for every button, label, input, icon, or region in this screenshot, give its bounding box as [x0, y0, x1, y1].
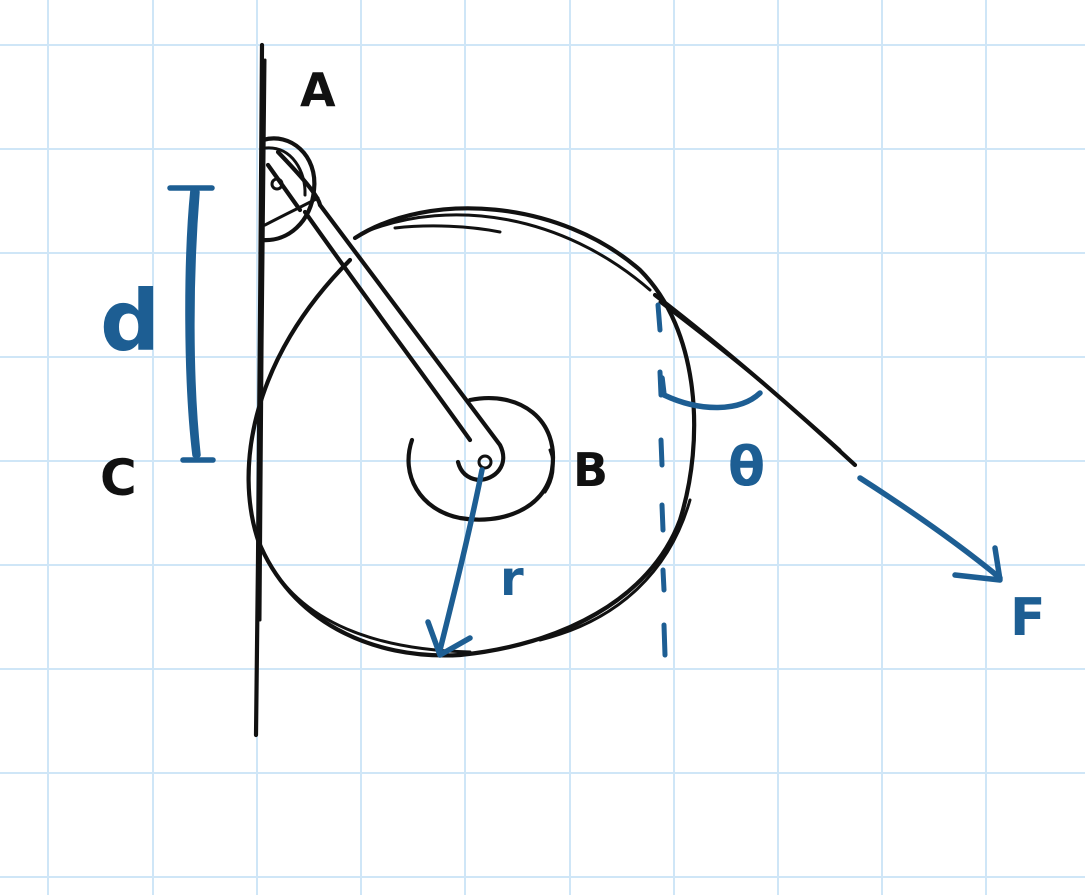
arm-ab: [263, 149, 506, 483]
dimension-d: [167, 185, 216, 463]
hub-b: [406, 396, 556, 522]
force-f-arrow: [857, 475, 1003, 583]
radius-r-arrow: [425, 467, 485, 658]
large-disc: [246, 206, 697, 658]
label-b: B: [573, 443, 608, 497]
label-c: C: [100, 449, 137, 507]
label-r: r: [500, 551, 524, 607]
label-f: F: [1010, 588, 1046, 648]
label-theta: θ: [728, 435, 765, 498]
pin-b-icon: [477, 454, 493, 470]
label-d: d: [100, 272, 160, 370]
theta-angle-arc: [659, 375, 763, 411]
rope-line: [652, 292, 858, 468]
hinge-a: [259, 136, 317, 243]
dashed-reference-line: [655, 302, 668, 658]
label-a: A: [300, 63, 336, 117]
